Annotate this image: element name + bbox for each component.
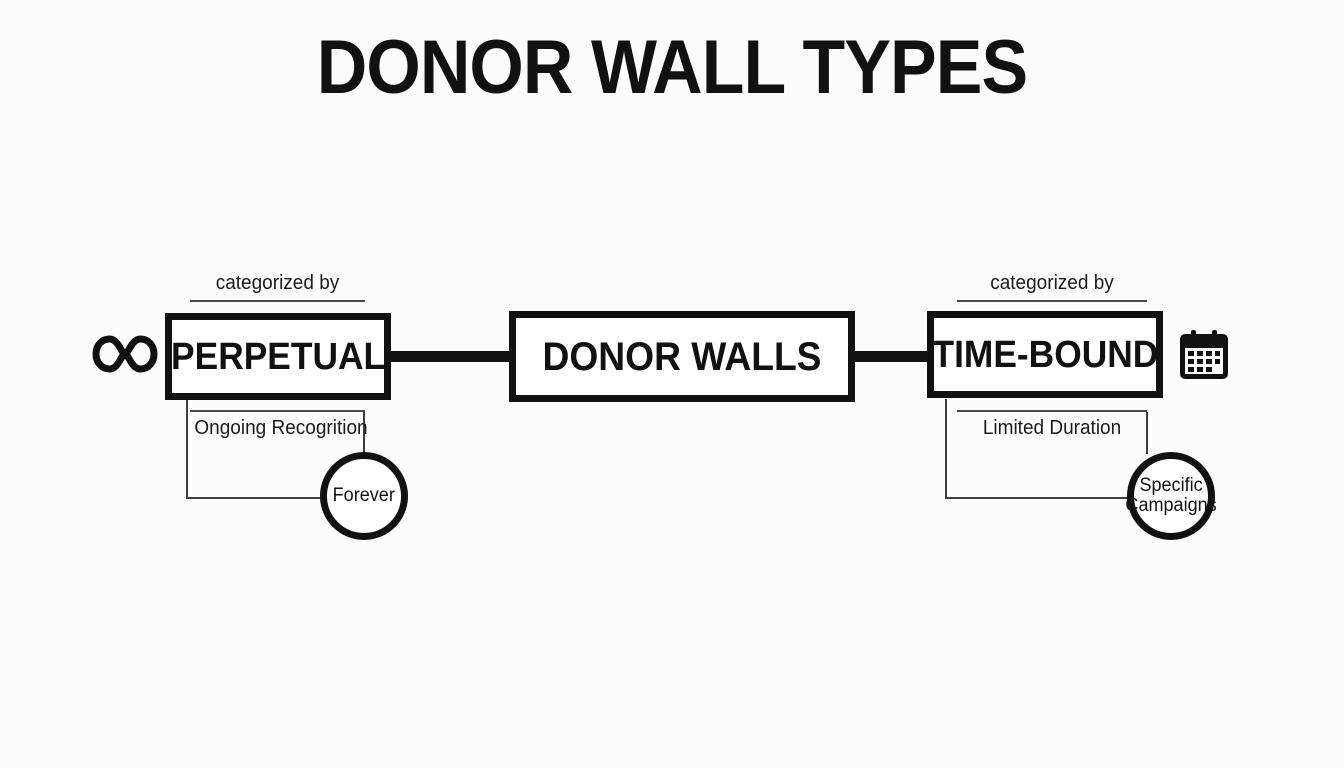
- entity-node-perpetual-label: PERPETUAL: [170, 335, 386, 378]
- value-circle-specific-campaigns-line1: Specific: [1139, 475, 1203, 497]
- connector-donor-walls-to-time-bound: [852, 351, 930, 362]
- entity-node-perpetual[interactable]: PERPETUAL: [165, 313, 391, 400]
- connector-perpetual-to-donor-walls: [388, 351, 512, 362]
- page-title: DONOR WALL TYPES: [316, 25, 1028, 110]
- entity-node-time-bound[interactable]: TIME-BOUND: [927, 311, 1163, 398]
- value-circle-specific-campaigns[interactable]: Specific Campaigns: [1125, 452, 1217, 540]
- relationship-rule-time-bound: [957, 300, 1147, 302]
- entity-node-donor-walls[interactable]: DONOR WALLS: [509, 311, 855, 402]
- value-circle-forever[interactable]: Forever: [320, 452, 408, 540]
- value-circle-specific-campaigns-line2: Campaigns: [1125, 495, 1217, 516]
- relationship-label-time-bound-text: categorized by: [990, 272, 1114, 294]
- branch-line-perpetual-attribute-tick: [363, 412, 365, 464]
- attribute-label-ongoing-recognition: Ongoing Recogrition: [190, 410, 368, 439]
- attribute-label-limited-duration: Limited Duration: [957, 410, 1147, 439]
- branch-line-time-bound-attribute-tick: [1146, 412, 1148, 454]
- branch-line-time-bound-horizontal: [945, 497, 1141, 499]
- calendar-icon: [1178, 329, 1230, 381]
- attribute-label-limited-duration-text: Limited Duration: [982, 417, 1122, 439]
- entity-node-time-bound-label: TIME-BOUND: [932, 333, 1158, 376]
- branch-line-perpetual-horizontal: [186, 497, 334, 499]
- branch-line-perpetual-vertical: [186, 400, 188, 498]
- relationship-rule-perpetual: [190, 300, 365, 302]
- entity-node-donor-walls-label: DONOR WALLS: [542, 334, 822, 379]
- relationship-label-time-bound: categorized by: [957, 272, 1147, 302]
- attribute-rule-perpetual: [190, 410, 365, 412]
- attribute-label-ongoing-recognition-text: Ongoing Recogrition: [194, 417, 368, 439]
- value-circle-specific-campaigns-label: Specific Campaigns: [1125, 476, 1216, 516]
- branch-line-time-bound-vertical: [945, 399, 947, 497]
- infinity-icon: [92, 328, 158, 380]
- value-circle-forever-label: Forever: [332, 485, 396, 507]
- attribute-rule-time-bound: [957, 410, 1147, 412]
- relationship-label-perpetual-text: categorized by: [215, 272, 340, 294]
- relationship-label-perpetual: categorized by: [190, 272, 365, 302]
